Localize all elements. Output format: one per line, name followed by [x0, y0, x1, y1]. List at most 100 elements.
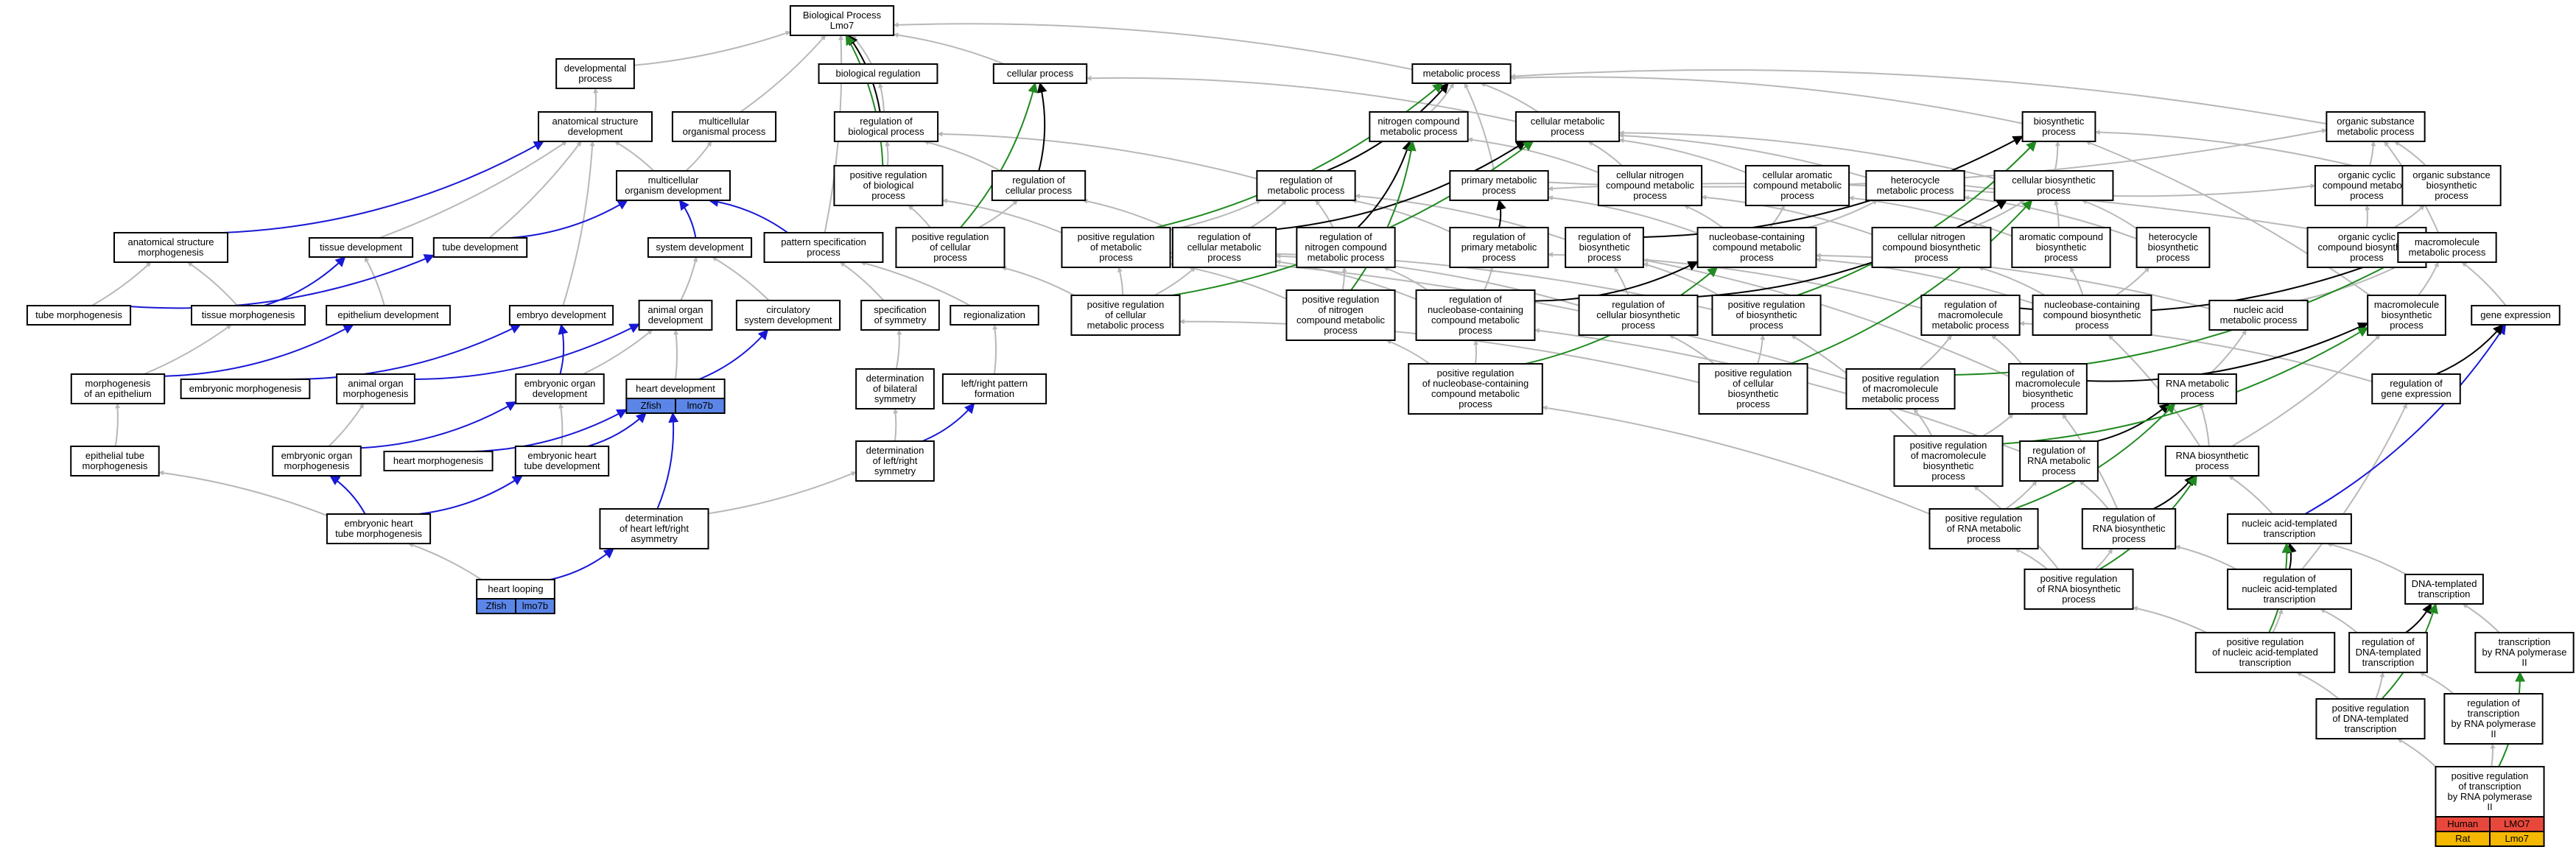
go-term-node-epidev[interactable]: epithelium development — [326, 305, 451, 326]
go-term-node-tissmorph[interactable]: tissue morphogenesis — [191, 305, 306, 326]
node-label-line: of cellular — [1733, 378, 1774, 389]
go-term-node-regional[interactable]: regionalization — [950, 305, 1039, 326]
edge-is-a — [1701, 194, 1873, 236]
node-label-line: compound biosynthetic — [1883, 242, 1981, 253]
go-term-node-cellproc[interactable]: cellular process — [992, 63, 1088, 84]
go-term-node-tubedev[interactable]: tube development — [432, 237, 528, 258]
go-term-node-metproc[interactable]: metabolic process — [1411, 63, 1512, 84]
go-term-node-embmorph[interactable]: embryonic morphogenesis — [180, 379, 311, 399]
go-term-node-sysdev[interactable]: system development — [647, 237, 753, 258]
node-box — [1578, 295, 1699, 336]
go-term-node-tubemorph[interactable]: tube morphogenesis — [26, 305, 132, 326]
go-term-node-geneexp[interactable]: gene expression — [2471, 305, 2561, 326]
node-box — [991, 170, 1087, 201]
node-label-line: organism development — [625, 185, 722, 196]
node-box — [2326, 111, 2426, 142]
go-term-node-regnbcmp[interactable]: regulation ofnucleobase-containingcompou… — [1415, 289, 1536, 341]
go-term-node-tissuedev[interactable]: tissue development — [308, 237, 414, 258]
go-term-node-bioreg[interactable]: biological regulation — [818, 63, 938, 84]
go-term-node-regmacbp[interactable]: regulation ofmacromoleculebiosyntheticpr… — [2008, 363, 2088, 415]
go-term-node-embdev[interactable]: embryo development — [508, 305, 614, 326]
node-label-line: DNA-templated — [2356, 647, 2421, 658]
go-term-node-heartmorph[interactable]: heart morphogenesis — [383, 451, 494, 471]
